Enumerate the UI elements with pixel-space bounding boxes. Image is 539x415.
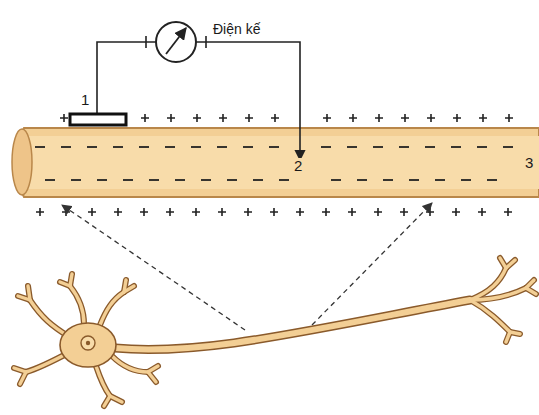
- minus-sign: [279, 179, 289, 181]
- plus-sign: [36, 208, 44, 216]
- plus-sign: [62, 208, 70, 216]
- minus-sign: [451, 146, 461, 148]
- callout-number: 3: [524, 155, 534, 172]
- plus-sign: [505, 114, 513, 122]
- plus-sign: [167, 114, 175, 122]
- plus-sign: [60, 114, 68, 122]
- minus-sign: [113, 146, 123, 148]
- minus-sign: [373, 146, 383, 148]
- plus-sign: [401, 114, 409, 122]
- callout-number: 1: [80, 92, 90, 109]
- minus-sign: [243, 146, 253, 148]
- plus-sign: [218, 208, 226, 216]
- minus-sign: [45, 179, 55, 181]
- plus-sign: [453, 114, 461, 122]
- instrument-label: Điện kế: [212, 22, 261, 37]
- plus-sign: [88, 208, 96, 216]
- minus-sign: [425, 146, 435, 148]
- minus-sign: [357, 179, 367, 181]
- zoom-arrow: [62, 205, 245, 330]
- plus-sign: [193, 114, 201, 122]
- minus-sign: [461, 179, 471, 181]
- callout-number: 2: [293, 158, 303, 175]
- neuron: [14, 258, 536, 406]
- minus-sign: [269, 146, 279, 148]
- plus-sign: [375, 114, 383, 122]
- minus-sign: [321, 146, 331, 148]
- minus-sign: [87, 146, 97, 148]
- minus-sign: [253, 179, 263, 181]
- galvanometer: [70, 22, 300, 160]
- minus-sign: [165, 146, 175, 148]
- plus-sign: [479, 114, 487, 122]
- plus-sign: [322, 208, 330, 216]
- minus-sign: [409, 179, 419, 181]
- plus-sign: [244, 208, 252, 216]
- plus-sign: [323, 114, 331, 122]
- minus-sign: [175, 179, 185, 181]
- plus-sign: [426, 208, 434, 216]
- plus-sign: [271, 114, 279, 122]
- minus-sign: [435, 179, 445, 181]
- plus-sign: [166, 208, 174, 216]
- plus-sign: [374, 208, 382, 216]
- plus-sign: [245, 114, 253, 122]
- plus-sign: [504, 208, 512, 216]
- minus-sign: [227, 179, 237, 181]
- minus-sign: [149, 179, 159, 181]
- minus-sign: [331, 179, 341, 181]
- plus-sign: [400, 208, 408, 216]
- charge-signs: [35, 114, 513, 216]
- plus-sign: [140, 208, 148, 216]
- minus-sign: [71, 179, 81, 181]
- minus-sign: [123, 179, 133, 181]
- plus-sign: [296, 208, 304, 216]
- minus-sign: [139, 146, 149, 148]
- minus-sign: [97, 179, 107, 181]
- plus-sign: [270, 208, 278, 216]
- minus-sign: [383, 179, 393, 181]
- minus-sign: [347, 146, 357, 148]
- minus-sign: [61, 146, 71, 148]
- plus-sign: [141, 114, 149, 122]
- minus-sign: [191, 146, 201, 148]
- axon-segment: [12, 128, 539, 197]
- plus-sign: [114, 208, 122, 216]
- minus-sign: [399, 146, 409, 148]
- minus-sign: [487, 179, 497, 181]
- plus-sign: [427, 114, 435, 122]
- minus-sign: [201, 179, 211, 181]
- plus-sign: [192, 208, 200, 216]
- minus-sign: [503, 146, 513, 148]
- minus-sign: [477, 146, 487, 148]
- minus-sign: [217, 146, 227, 148]
- plus-sign: [219, 114, 227, 122]
- minus-sign: [35, 146, 45, 148]
- plus-sign: [478, 208, 486, 216]
- plus-sign: [349, 114, 357, 122]
- plus-sign: [348, 208, 356, 216]
- plus-sign: [452, 208, 460, 216]
